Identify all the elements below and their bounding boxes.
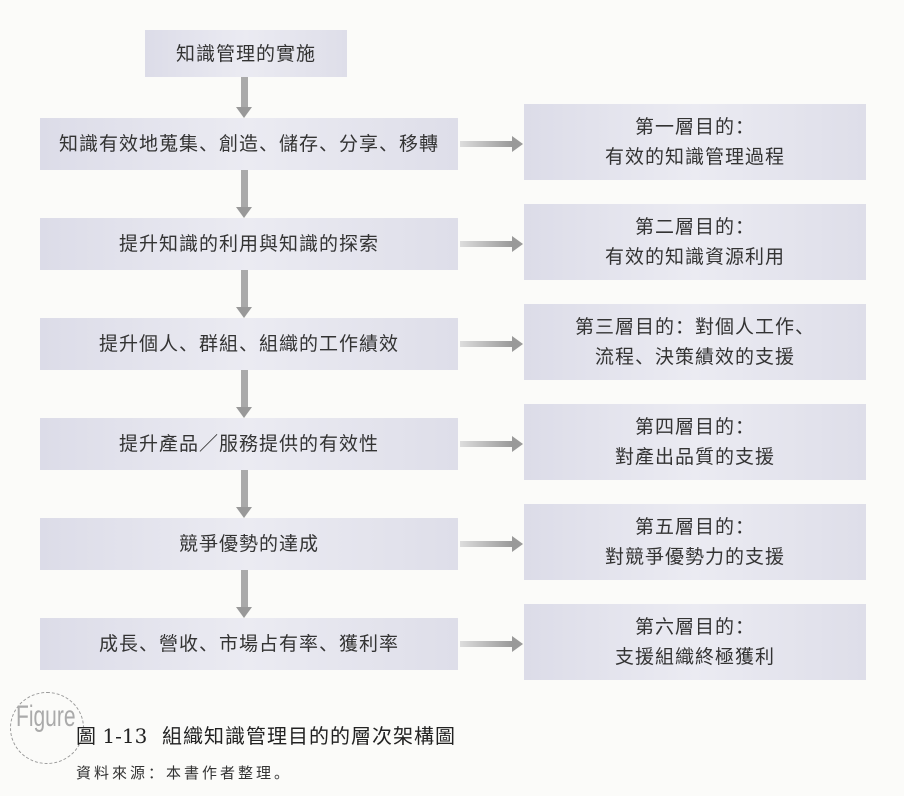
purpose-line: 第二層目的：: [634, 216, 755, 238]
arrow-down: [236, 170, 252, 218]
level-label: 提升知識的利用與知識的探索: [118, 233, 379, 255]
purpose-line: 第四層目的：: [634, 416, 755, 438]
caption-title: 組織知識管理目的的層次架構圖: [162, 724, 456, 748]
purpose-node: 第四層目的： 對產出品質的支援: [524, 404, 866, 480]
arrow-right: [460, 636, 523, 652]
purpose-line: 支援組織終極獲利: [614, 646, 775, 668]
purpose-node: 第五層目的： 對競爭優勢力的支援: [524, 504, 866, 580]
purpose-line: 第六層目的：: [634, 616, 755, 638]
purpose-node: 第六層目的： 支援組織終極獲利: [524, 604, 866, 680]
purpose-node: 第三層目的：對個人工作、流程、決策績效的支援: [524, 304, 866, 380]
arrow-right: [460, 536, 523, 552]
purpose-line: 第五層目的：: [634, 516, 755, 538]
arrow-right: [460, 336, 523, 352]
purpose-node: 第一層目的： 有效的知識管理過程: [524, 104, 866, 180]
caption-number: 圖 1-13: [76, 724, 148, 748]
node-top: 知識管理的實施: [145, 30, 347, 77]
level-node: 成長、營收、市場占有率、獲利率: [40, 618, 458, 670]
purpose-line: 有效的知識資源利用: [604, 246, 785, 268]
purpose-line: 第三層目的：對個人工作、: [574, 316, 815, 338]
level-node: 提升知識的利用與知識的探索: [40, 218, 458, 270]
purpose-line: 對產出品質的支援: [614, 446, 775, 468]
purpose-line: 有效的知識管理過程: [604, 146, 785, 168]
caption-source: 資料來源：本書作者整理。: [76, 764, 293, 782]
arrow-down: [236, 270, 252, 318]
figure-logo: [10, 692, 84, 764]
purpose-line: 流程、決策績效的支援: [594, 346, 795, 368]
arrow-down: [236, 370, 252, 418]
arrow-right: [460, 136, 523, 152]
level-node: 提升產品／服務提供的有效性: [40, 418, 458, 470]
arrow-down: [236, 77, 252, 118]
level-label: 競爭優勢的達成: [178, 533, 319, 555]
arrow-right: [460, 236, 523, 252]
arrow-right: [460, 436, 523, 452]
arrow-down: [236, 570, 252, 618]
level-node: 知識有效地蒐集、創造、儲存、分享、移轉: [40, 118, 458, 170]
figure-logo-text: Figure: [16, 700, 76, 733]
level-label: 提升個人、群組、組織的工作績效: [98, 333, 399, 355]
node-label: 知識管理的實施: [175, 42, 316, 65]
level-node: 提升個人、群組、組織的工作績效: [40, 318, 458, 370]
purpose-node: 第二層目的： 有效的知識資源利用: [524, 204, 866, 280]
arrow-down: [236, 470, 252, 518]
purpose-line: 第一層目的：: [634, 116, 755, 138]
level-label: 知識有效地蒐集、創造、儲存、分享、移轉: [58, 133, 439, 155]
level-label: 提升產品／服務提供的有效性: [118, 433, 379, 455]
level-node: 競爭優勢的達成: [40, 518, 458, 570]
purpose-line: 對競爭優勢力的支援: [604, 546, 785, 568]
level-label: 成長、營收、市場占有率、獲利率: [98, 633, 399, 655]
